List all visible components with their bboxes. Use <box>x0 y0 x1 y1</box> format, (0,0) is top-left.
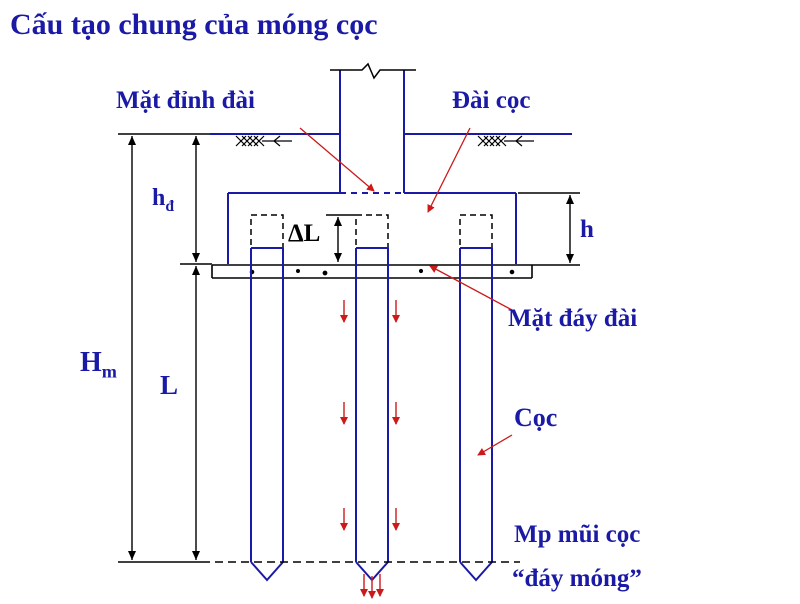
leader-lines <box>299 127 513 456</box>
label-cap-bottom: Mặt đáy đài <box>508 305 638 332</box>
dim-label-hm: Hm <box>80 347 117 383</box>
label-foundation-bottom: “đáy móng” <box>512 565 642 592</box>
dimension-lines <box>118 133 580 563</box>
dim-hm-sub: m <box>101 361 117 382</box>
column <box>330 62 416 193</box>
lean-concrete-pad <box>211 264 533 279</box>
page-title: Cấu tạo chung của móng cọc <box>10 8 378 41</box>
pile-middle <box>355 214 389 582</box>
dim-label-l: L <box>160 370 179 400</box>
label-cap-top: Mặt đỉnh đài <box>116 87 255 114</box>
dim-label-hd: hđ <box>152 185 174 216</box>
label-pile-cap: Đài cọc <box>452 87 531 114</box>
label-pile: Cọc <box>514 403 558 432</box>
dim-hm-main: H <box>80 347 102 378</box>
pile-cap <box>227 192 517 264</box>
soil-hatch-right <box>477 135 534 147</box>
dim-hd-main: h <box>152 185 166 211</box>
load-arrows <box>340 300 400 599</box>
dim-label-h: h <box>580 216 594 243</box>
soil-hatch-left <box>235 135 292 147</box>
dim-hd-sub: đ <box>165 197 175 215</box>
dim-label-delta-l: ΔL <box>288 220 321 247</box>
pile-right <box>459 214 493 582</box>
pile-left <box>250 214 284 582</box>
label-tip-plane: Mp mũi cọc <box>514 521 641 548</box>
